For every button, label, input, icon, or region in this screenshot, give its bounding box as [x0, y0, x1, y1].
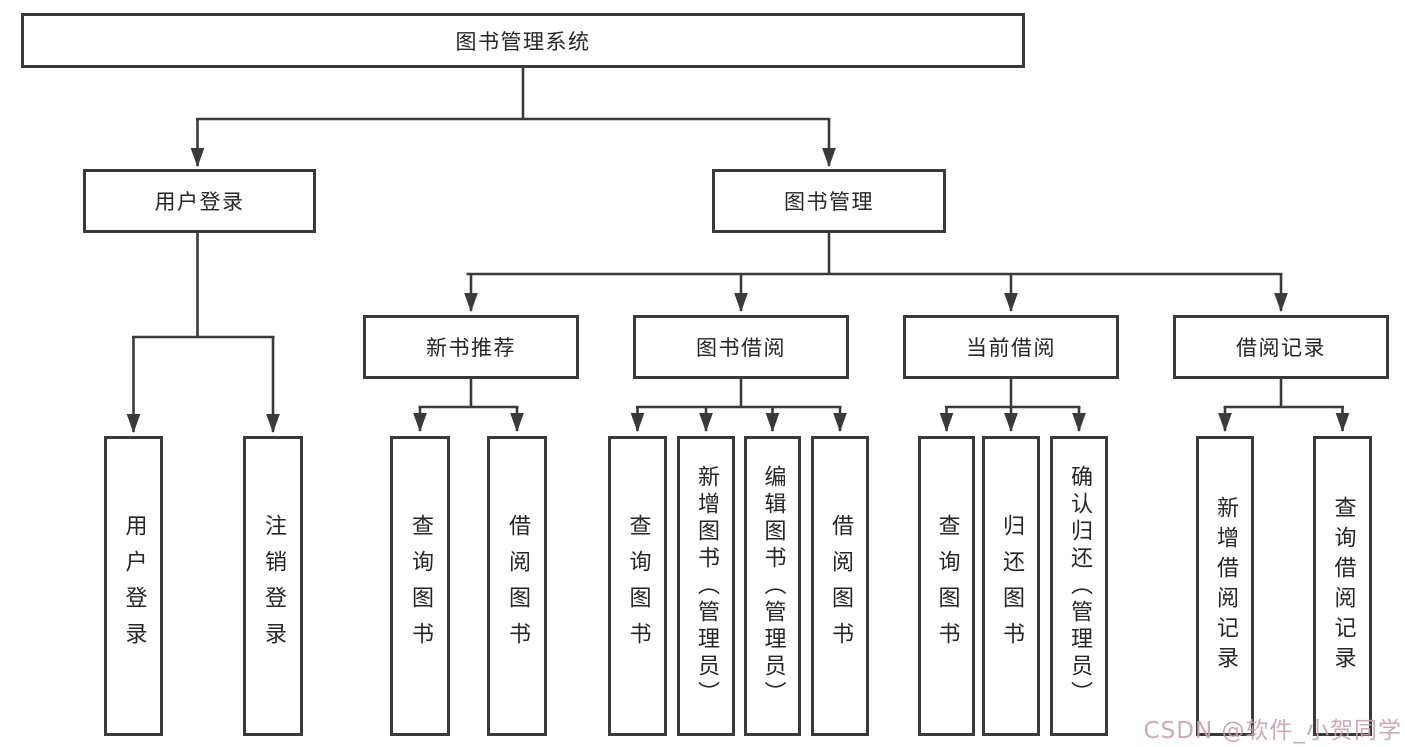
- leaf-add-record: 新增借阅记录: [1196, 436, 1254, 736]
- leaf-query-record: 查询借阅记录: [1313, 436, 1372, 736]
- leaf-query-record-label: 查询借阅记录: [1330, 496, 1356, 676]
- node-book-mgmt: 图书管理: [712, 169, 946, 233]
- leaf-user-login: 用户登录: [104, 436, 163, 736]
- leaf-query-book-b-label: 查询图书: [625, 514, 651, 658]
- leaf-user-login-label: 用户登录: [121, 514, 147, 658]
- leaf-confirm-return-label: 确认归还（管理员）: [1067, 464, 1092, 708]
- leaf-query-book-c-label: 查询图书: [934, 514, 960, 658]
- leaf-add-book: 新增图书（管理员）: [677, 436, 735, 736]
- link-root-split: [132, 68, 1344, 409]
- leaf-add-book-label: 新增图书（管理员）: [694, 464, 719, 708]
- leaf-borrow-book-b-label: 借阅图书: [828, 514, 853, 658]
- node-root-label: 图书管理系统: [455, 29, 591, 54]
- leaf-query-book-b: 查询图书: [608, 436, 667, 736]
- leaf-add-record-label: 新增借阅记录: [1213, 496, 1238, 676]
- node-user-login: 用户登录: [83, 169, 316, 233]
- node-root: 图书管理系统: [21, 13, 1025, 68]
- leaf-query-book-a-label: 查询图书: [408, 514, 433, 658]
- leaf-edit-book: 编辑图书（管理员）: [744, 436, 801, 736]
- node-book-mgmt-label: 图书管理: [784, 190, 874, 214]
- node-current-borrow: 当前借阅: [903, 315, 1119, 379]
- node-book-borrow-label: 图书借阅: [696, 336, 786, 360]
- node-borrow-records: 借阅记录: [1173, 315, 1389, 379]
- csdn-watermark: CSDN @软件_小贺同学: [1143, 718, 1402, 744]
- leaf-query-book-a: 查询图书: [390, 436, 450, 736]
- leaf-return-book: 归还图书: [982, 436, 1040, 736]
- leaf-borrow-book-a: 借阅图书: [487, 436, 547, 736]
- node-borrow-records-label: 借阅记录: [1236, 336, 1326, 360]
- node-new-book-rec: 新书推荐: [363, 315, 579, 379]
- leaf-borrow-book-b: 借阅图书: [811, 436, 869, 736]
- node-current-borrow-label: 当前借阅: [966, 336, 1056, 360]
- leaf-logout: 注销登录: [243, 436, 303, 736]
- leaf-query-book-c: 查询图书: [918, 436, 975, 736]
- leaf-logout-label: 注销登录: [261, 514, 286, 658]
- node-new-book-rec-label: 新书推荐: [426, 336, 516, 360]
- node-book-borrow: 图书借阅: [633, 315, 849, 379]
- leaf-return-book-label: 归还图书: [999, 514, 1024, 658]
- leaf-edit-book-label: 编辑图书（管理员）: [760, 464, 786, 708]
- leaf-borrow-book-a-label: 借阅图书: [505, 514, 530, 658]
- leaf-confirm-return: 确认归还（管理员）: [1050, 436, 1108, 736]
- node-user-login-label: 用户登录: [154, 190, 245, 214]
